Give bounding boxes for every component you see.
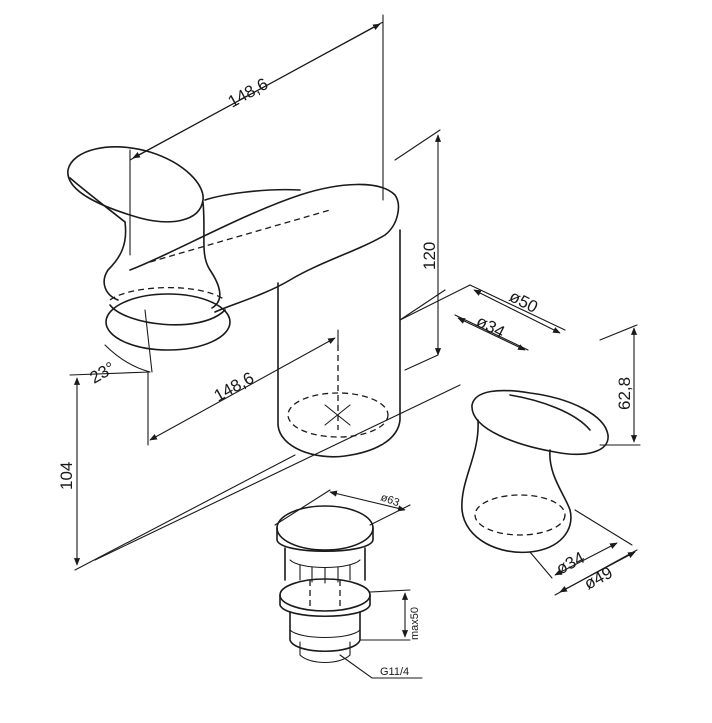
label-angle: 23° bbox=[87, 358, 119, 387]
dim-mid-length: 148,6 bbox=[147, 329, 339, 446]
label-top-length: 148,6 bbox=[225, 74, 271, 111]
dim-handle-height: 62,8 bbox=[599, 324, 641, 446]
label-total-height: 104 bbox=[57, 462, 76, 490]
label-drain-diameter: ø63 bbox=[379, 492, 401, 510]
dim-spout-height: 120 bbox=[394, 129, 446, 371]
label-spout-height: 120 bbox=[420, 242, 439, 270]
label-handle-outer: ø49 bbox=[581, 563, 616, 594]
label-mid-length: 148,6 bbox=[211, 368, 257, 405]
dim-top-length: 148,6 bbox=[129, 14, 384, 256]
drain-plug bbox=[276, 505, 374, 664]
label-base-outer: ø50 bbox=[506, 287, 541, 317]
label-handle-height: 62,8 bbox=[615, 377, 634, 410]
label-drain-thread: G11/4 bbox=[380, 666, 409, 678]
label-drain-max: max50 bbox=[409, 607, 421, 640]
dim-total-height: 104 bbox=[57, 371, 296, 571]
dim-drain-diameter: ø63 bbox=[274, 489, 411, 526]
faucet-body bbox=[67, 146, 401, 458]
base-line bbox=[94, 384, 461, 561]
handle-unit bbox=[461, 389, 609, 554]
dim-drain-thread: G11/4 bbox=[339, 654, 423, 679]
dim-base-diameters: ø50 ø34 bbox=[399, 284, 566, 351]
dim-handle-diameters: ø34 ø49 bbox=[529, 509, 638, 596]
dim-drain-max: max50 bbox=[359, 589, 421, 641]
